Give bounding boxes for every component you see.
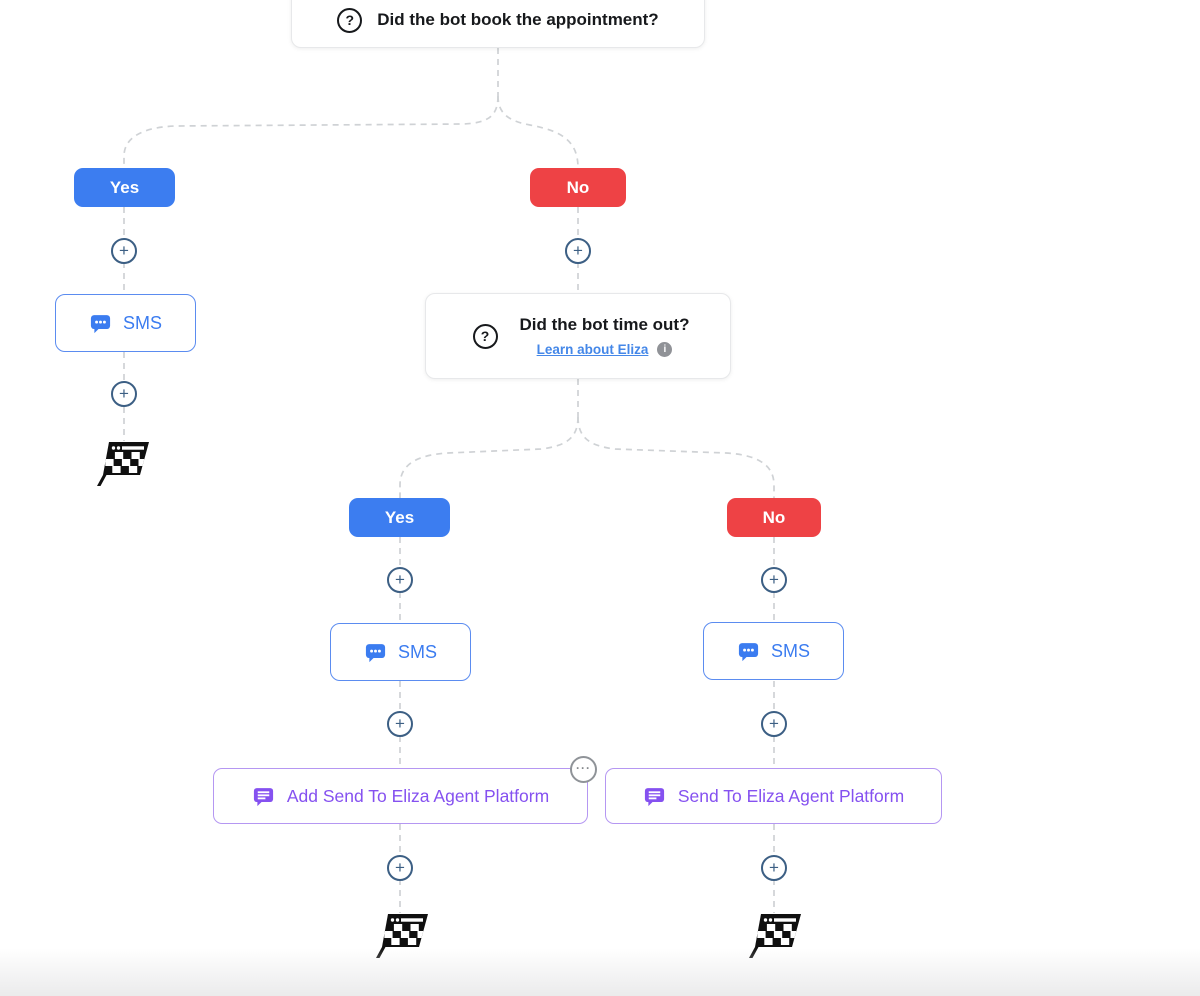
question-title: Did the bot time out? [519, 315, 690, 334]
question-node-timeout[interactable]: ? Did the bot time out? Learn about Eliz… [425, 293, 731, 379]
eliza-label: Add Send To Eliza Agent Platform [286, 785, 550, 806]
sms-chat-icon [365, 643, 386, 662]
branch-yes-button[interactable]: Yes [349, 498, 450, 537]
timeout-text-group: Did the bot time out? Learn about Eliza … [519, 315, 690, 357]
finish-flag-icon [376, 914, 428, 958]
message-lines-icon [253, 787, 273, 806]
add-step-button[interactable]: + [387, 567, 413, 593]
question-node-book-appointment[interactable]: ? Did the bot book the appointment? [291, 0, 705, 48]
sms-node[interactable]: SMS [330, 623, 471, 681]
connector-branch2-no [577, 416, 775, 498]
message-lines-icon [644, 787, 664, 806]
sms-chat-icon [738, 642, 759, 661]
finish-flag-icon [749, 914, 801, 958]
add-step-button[interactable]: + [761, 567, 787, 593]
learn-link-row: Learn about Eliza i [537, 342, 673, 357]
branch-no-button[interactable]: No [727, 498, 821, 537]
finish-flag-icon [97, 442, 149, 486]
question-icon: ? [472, 323, 498, 349]
more-options-button[interactable]: ··· [570, 756, 597, 783]
connector-branch1-no [497, 95, 579, 169]
question-icon: ? [337, 7, 363, 33]
info-icon[interactable]: i [657, 342, 673, 357]
connector-branch1-yes [123, 95, 499, 168]
branch-no-button[interactable]: No [530, 168, 626, 207]
eliza-node-add[interactable]: Add Send To Eliza Agent Platform [213, 768, 588, 824]
add-step-button[interactable]: + [761, 855, 787, 881]
add-step-button[interactable]: + [111, 238, 137, 264]
eliza-label: Send To Eliza Agent Platform [677, 785, 905, 806]
add-step-button[interactable]: + [111, 381, 137, 407]
add-step-button[interactable]: + [761, 711, 787, 737]
question-title: Did the bot book the appointment? [377, 10, 659, 29]
add-step-button[interactable]: + [565, 238, 591, 264]
add-step-button[interactable]: + [387, 855, 413, 881]
eliza-node-send[interactable]: Send To Eliza Agent Platform [605, 768, 942, 824]
add-step-button[interactable]: + [387, 711, 413, 737]
connector-branch2-yes [399, 416, 579, 498]
learn-about-eliza-link[interactable]: Learn about Eliza [536, 342, 649, 357]
sms-label: SMS [397, 641, 437, 662]
sms-label: SMS [122, 312, 162, 333]
sms-chat-icon [90, 314, 111, 333]
sms-label: SMS [770, 640, 810, 661]
branch-yes-button[interactable]: Yes [74, 168, 175, 207]
sms-node[interactable]: SMS [703, 622, 844, 680]
sms-node[interactable]: SMS [55, 294, 196, 352]
